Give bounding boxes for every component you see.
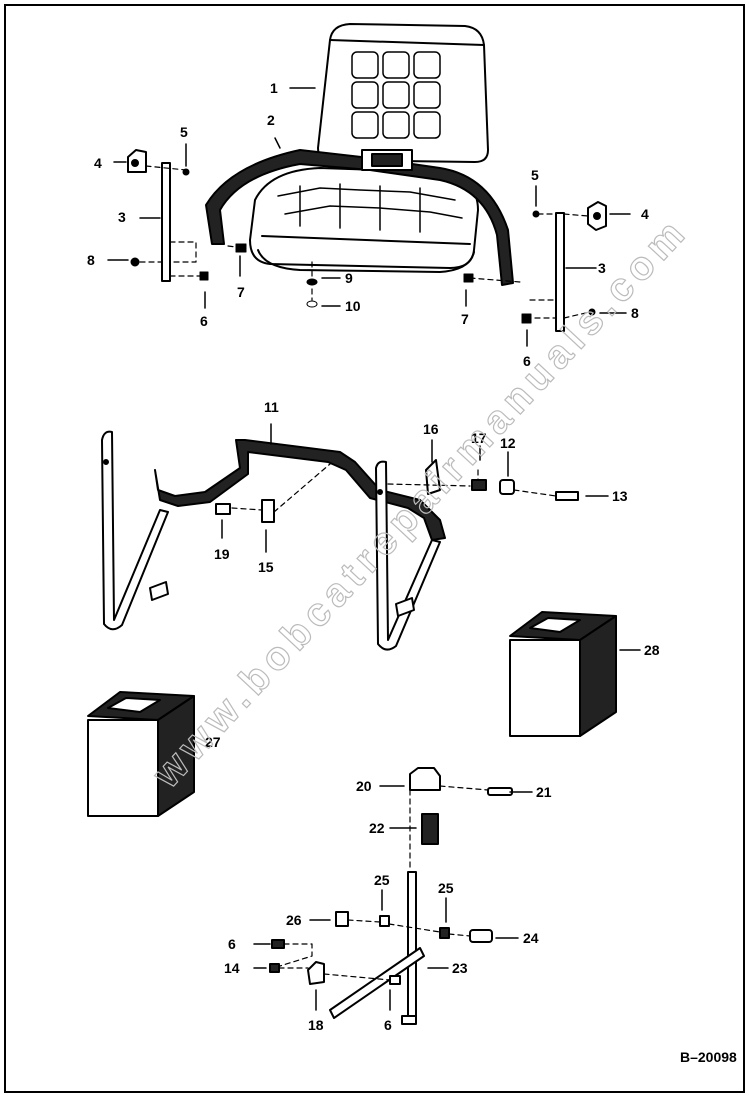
callout-8-left: 8 xyxy=(87,252,95,268)
callout-26: 26 xyxy=(286,912,302,928)
callout-15: 15 xyxy=(258,559,274,575)
seat-cushion xyxy=(249,167,479,273)
figure-code: B–20098 xyxy=(680,1049,737,1065)
callout-23: 23 xyxy=(452,960,468,976)
callout-25-left: 25 xyxy=(374,872,390,888)
callout-2: 2 xyxy=(267,112,275,128)
callout-12: 12 xyxy=(500,435,516,451)
callout-5-right: 5 xyxy=(531,167,539,183)
callout-9: 9 xyxy=(345,270,353,286)
callout-14: 14 xyxy=(224,960,240,976)
latch-assembly xyxy=(269,767,513,1025)
bracket-right xyxy=(555,201,607,332)
bracket-left xyxy=(127,149,171,282)
callout-6-right: 6 xyxy=(523,353,531,369)
callout-13: 13 xyxy=(612,488,628,504)
callout-28: 28 xyxy=(644,642,660,658)
callout-4-left: 4 xyxy=(94,155,102,171)
seat-backrest xyxy=(317,23,489,163)
callout-10: 10 xyxy=(345,298,361,314)
callout-27: 27 xyxy=(205,734,221,750)
callout-21: 21 xyxy=(536,784,552,800)
callout-19: 19 xyxy=(214,546,230,562)
callout-22: 22 xyxy=(369,820,385,836)
callout-16: 16 xyxy=(423,421,439,437)
seat-belt xyxy=(205,149,514,286)
callout-7-right: 7 xyxy=(461,311,469,327)
callout-5-left: 5 xyxy=(180,124,188,140)
callout-11: 11 xyxy=(264,399,279,415)
callout-20: 20 xyxy=(356,778,372,794)
callout-3-left: 3 xyxy=(118,209,126,225)
callout-17: 17 xyxy=(471,430,487,446)
seat-kit-box-28 xyxy=(509,611,641,737)
callout-18: 18 xyxy=(308,1017,324,1033)
callout-6-bottom-right: 6 xyxy=(384,1017,392,1033)
seat-kit-box-27 xyxy=(87,691,195,817)
callout-8-right: 8 xyxy=(631,305,639,321)
callout-4-right: 4 xyxy=(641,206,649,222)
callout-6-left: 6 xyxy=(200,313,208,329)
callout-25-right: 25 xyxy=(438,880,454,896)
callout-6-bottom-left: 6 xyxy=(228,936,236,952)
callout-1: 1 xyxy=(270,80,278,96)
callout-3-right: 3 xyxy=(598,260,606,276)
seat-bar xyxy=(101,430,446,651)
callout-24: 24 xyxy=(523,930,539,946)
callout-7-left: 7 xyxy=(237,284,245,300)
